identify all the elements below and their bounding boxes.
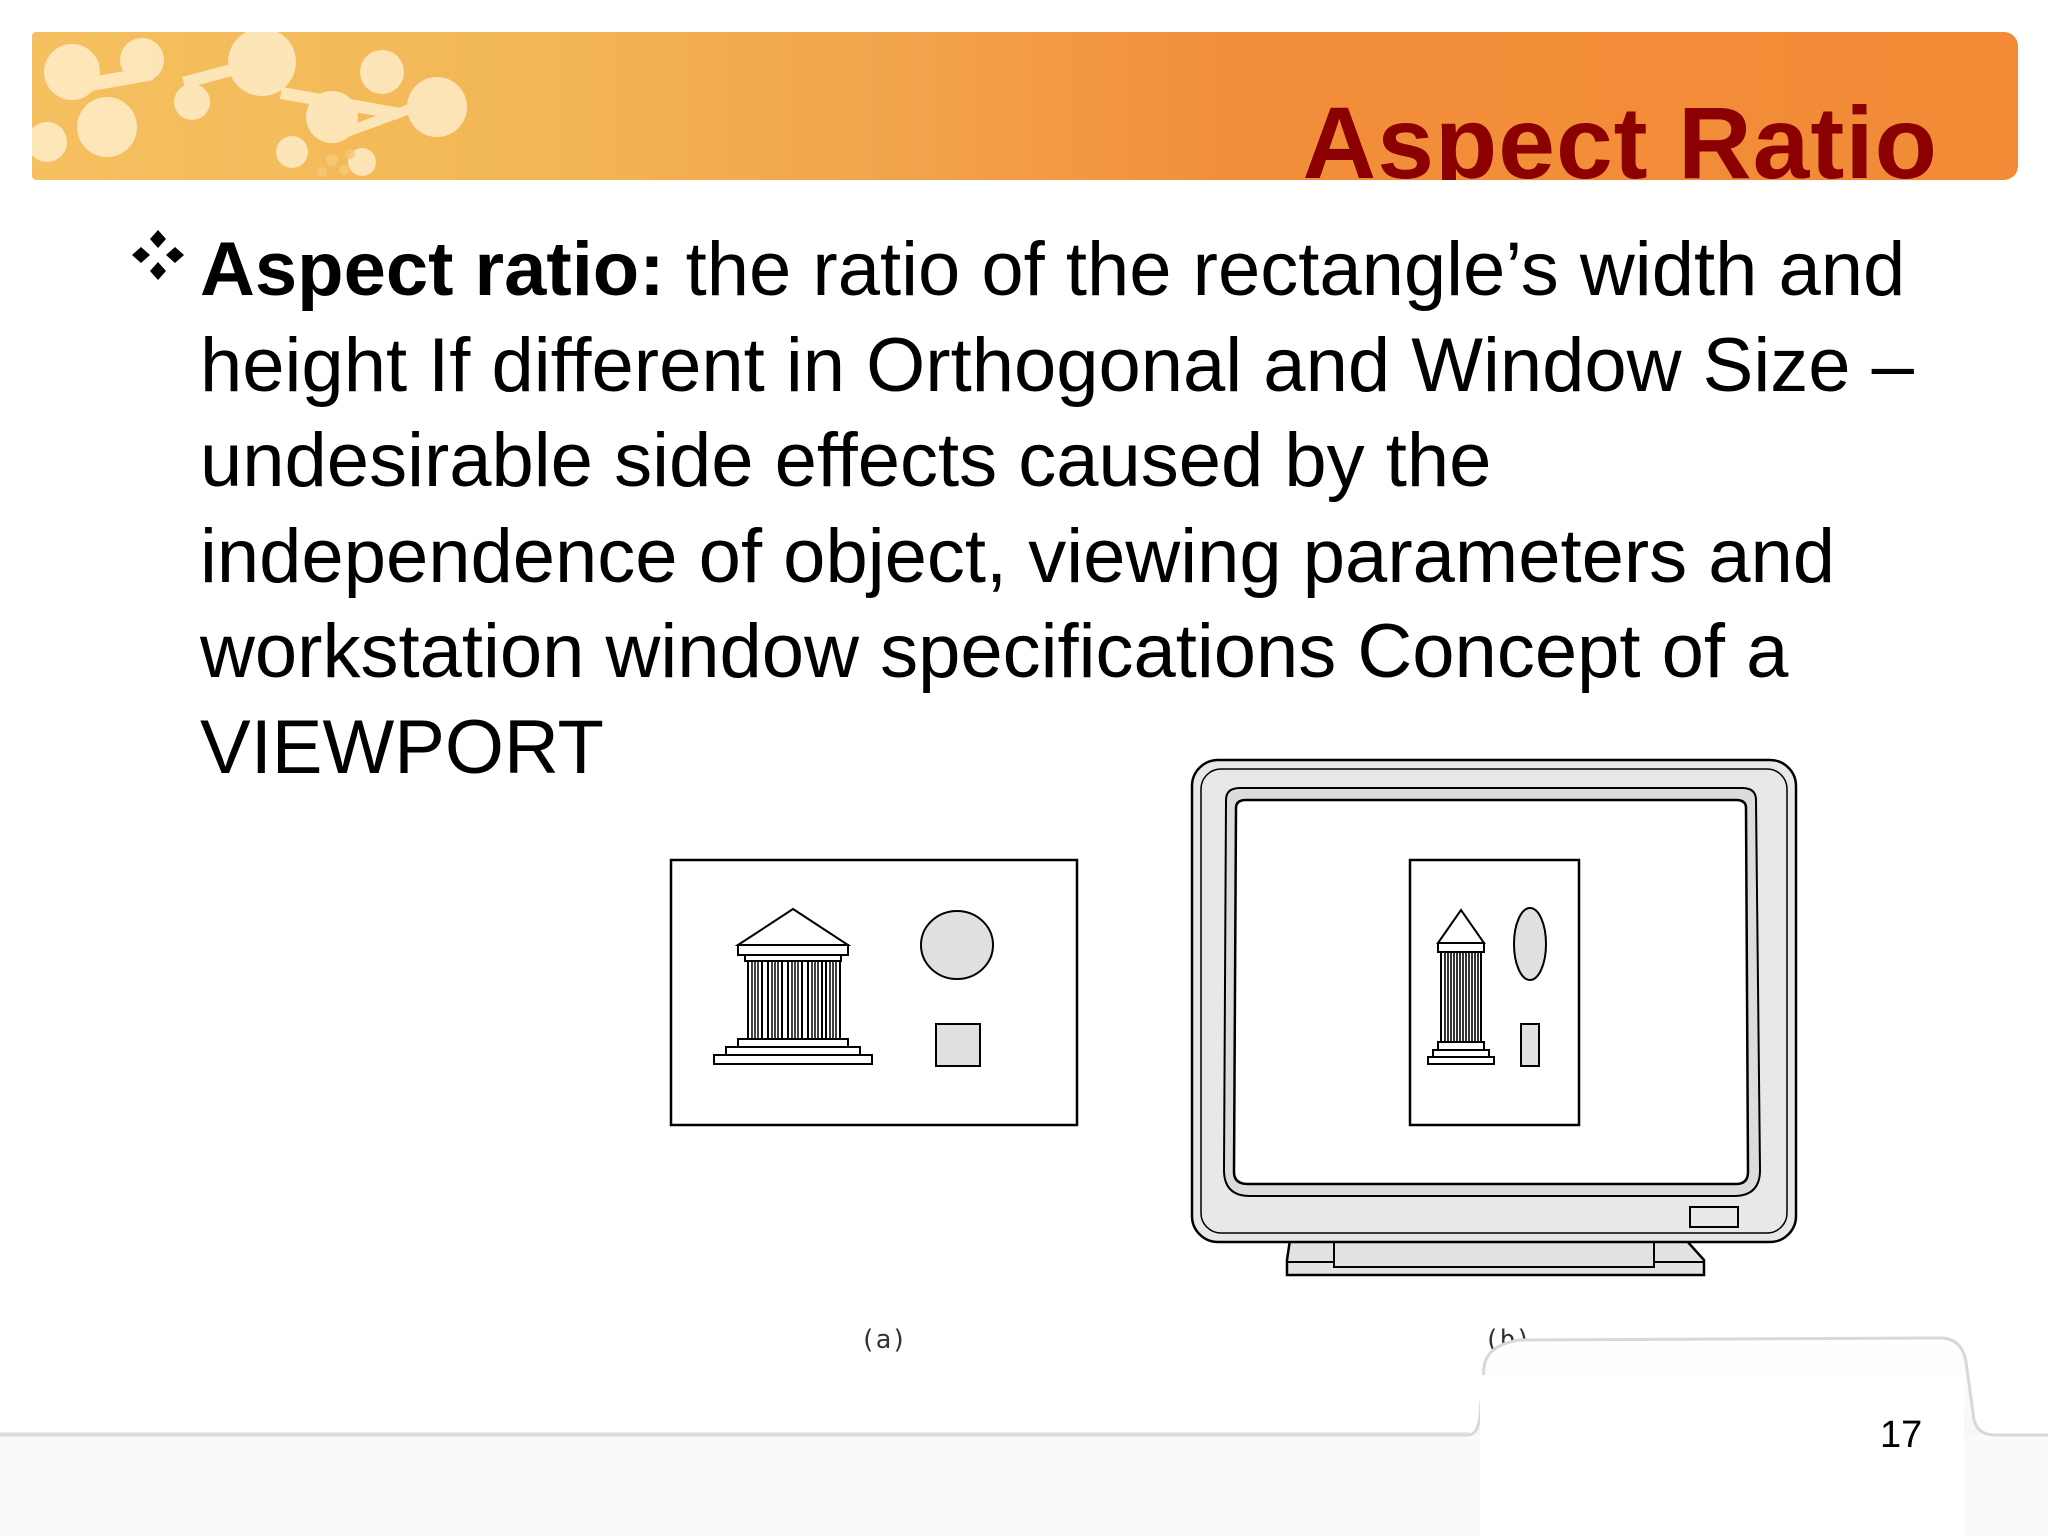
bullet-text: Aspect ratio: the ratio of the rectangle…: [200, 222, 1960, 795]
page-number: 17: [1880, 1414, 1923, 1456]
viewport-rect-shape: [1520, 1023, 1540, 1067]
viewport-figure: [669, 758, 1798, 1277]
square-shape: [935, 1023, 981, 1067]
world-window: [669, 858, 1079, 1127]
diamond-bullet-icon: [132, 230, 184, 280]
slide-title: Aspect Ratio: [1302, 86, 1938, 180]
circle-shape: [920, 910, 994, 980]
viewport-temple-icon: [1427, 908, 1495, 1065]
header-banner: Aspect Ratio: [32, 32, 2018, 180]
footer-decoration: [0, 1336, 2048, 1536]
viewport-ellipse-shape: [1513, 907, 1547, 981]
bullet-definition: the ratio of the rectangle’s width and h…: [200, 227, 1914, 790]
monitor-icon: [1190, 758, 1798, 1277]
bullet-term: Aspect ratio:: [200, 227, 665, 312]
molecule-decoration-icon: [32, 32, 467, 177]
caption-a: (a): [860, 1325, 907, 1355]
temple-icon: [713, 907, 873, 1065]
